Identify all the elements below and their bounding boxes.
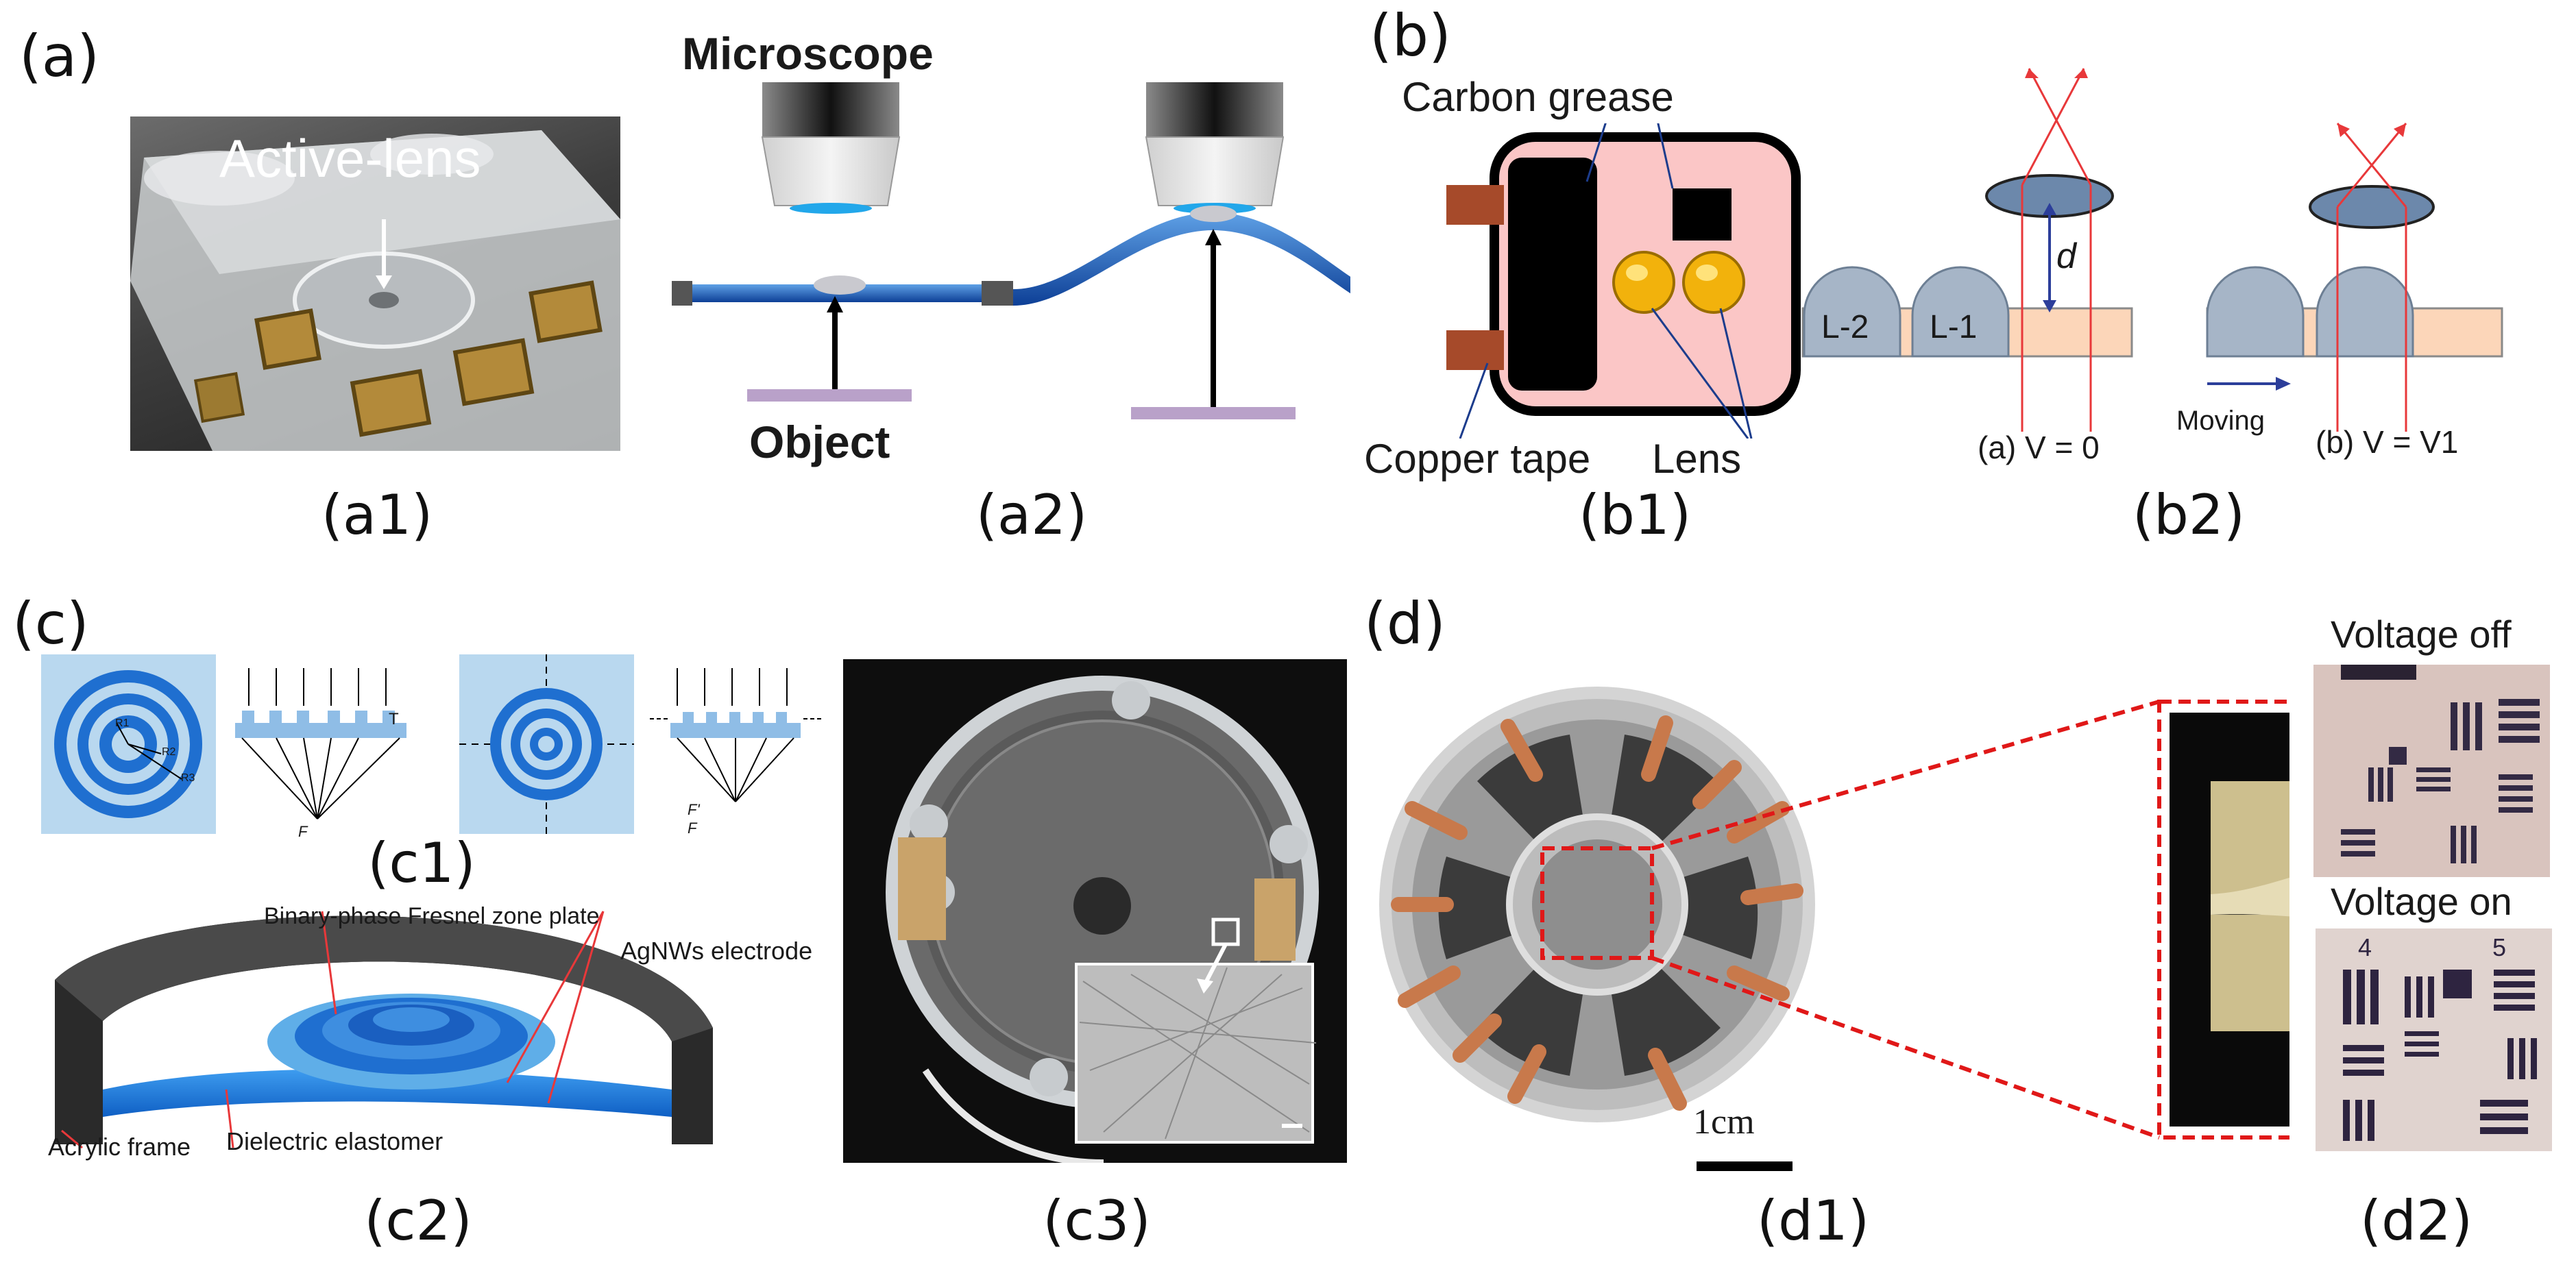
radius-r1-label: R1 <box>115 717 130 729</box>
panel-label-b: (b) <box>1370 2 1451 69</box>
c2-lens-ring-3d <box>55 911 713 1149</box>
b1-device-schematic <box>1446 123 1801 439</box>
d1-device-photo <box>1379 687 2289 1140</box>
panel-label-d: (d) <box>1364 590 1446 657</box>
c3-device-photo <box>843 659 1347 1163</box>
caption-a1: (a1) <box>321 483 433 547</box>
dielectric-elastomer-label: Dielectric elastomer <box>226 1127 443 1155</box>
svg-text:4: 4 <box>2358 933 2372 961</box>
acrylic-frame-label: Acrylic frame <box>48 1133 191 1161</box>
l2-label: L-2 <box>1821 309 1869 345</box>
voltage-on-label: Voltage on <box>2331 880 2512 923</box>
caption-c1: (c1) <box>367 831 476 895</box>
agnws-electrode-label: AgNWs electrode <box>620 937 813 965</box>
caption-d1: (d1) <box>1756 1189 1870 1253</box>
state-b-label: (b) V = V1 <box>2316 424 2459 460</box>
caption-c2: (c2) <box>364 1189 472 1253</box>
object-label: Object <box>749 417 890 467</box>
c1-fresnel-zone-plates <box>41 654 821 834</box>
scale-bar-label: 1cm <box>1693 1103 1755 1142</box>
voltage-off-target-photo <box>2313 665 2550 877</box>
caption-b1: (b1) <box>1578 483 1692 547</box>
voltage-off-label: Voltage off <box>2331 613 2512 656</box>
caption-d2: (d2) <box>2359 1189 2473 1253</box>
panel-label-a: (a) <box>19 23 100 90</box>
voltage-on-target-photo: 4 5 <box>2316 928 2552 1151</box>
moving-label: Moving <box>2176 406 2265 436</box>
thickness-t-label: T <box>389 710 399 728</box>
l1-label: L-1 <box>1930 309 1978 345</box>
microscope-label: Microscope <box>682 28 934 79</box>
svg-text:5: 5 <box>2492 933 2506 961</box>
caption-c3: (c3) <box>1043 1189 1151 1253</box>
active-lens-device-drawing <box>130 130 620 451</box>
state-a-label: (a) V = 0 <box>1978 430 2100 465</box>
lens-label: Lens <box>1652 436 1742 482</box>
copper-tape-label: Copper tape <box>1364 436 1591 482</box>
radius-r3-label: R3 <box>181 772 195 784</box>
c3-device-drawing <box>886 676 1319 1163</box>
radius-r2-label: R2 <box>162 746 176 758</box>
focal-f-prime-label: F' <box>688 801 700 818</box>
caption-a2: (a2) <box>975 483 1088 547</box>
active-lens-photo: Active-lens <box>130 116 620 451</box>
microscope-schematic <box>672 82 1350 419</box>
focal-f-label: F <box>298 823 308 840</box>
focal-f-label-2: F <box>688 820 697 837</box>
active-lens-label: Active-lens <box>219 128 481 188</box>
caption-b2: (b2) <box>2132 483 2246 547</box>
b2-moving-lens-schematic <box>1801 68 2503 432</box>
fresnel-zone-plate-label: Binary-phase Fresnel zone plate <box>264 903 600 929</box>
carbon-grease-label: Carbon grease <box>1402 74 1674 120</box>
distance-d-label: d <box>2056 236 2076 276</box>
scale-bar <box>1697 1161 1793 1171</box>
panel-label-c: (c) <box>12 590 89 657</box>
